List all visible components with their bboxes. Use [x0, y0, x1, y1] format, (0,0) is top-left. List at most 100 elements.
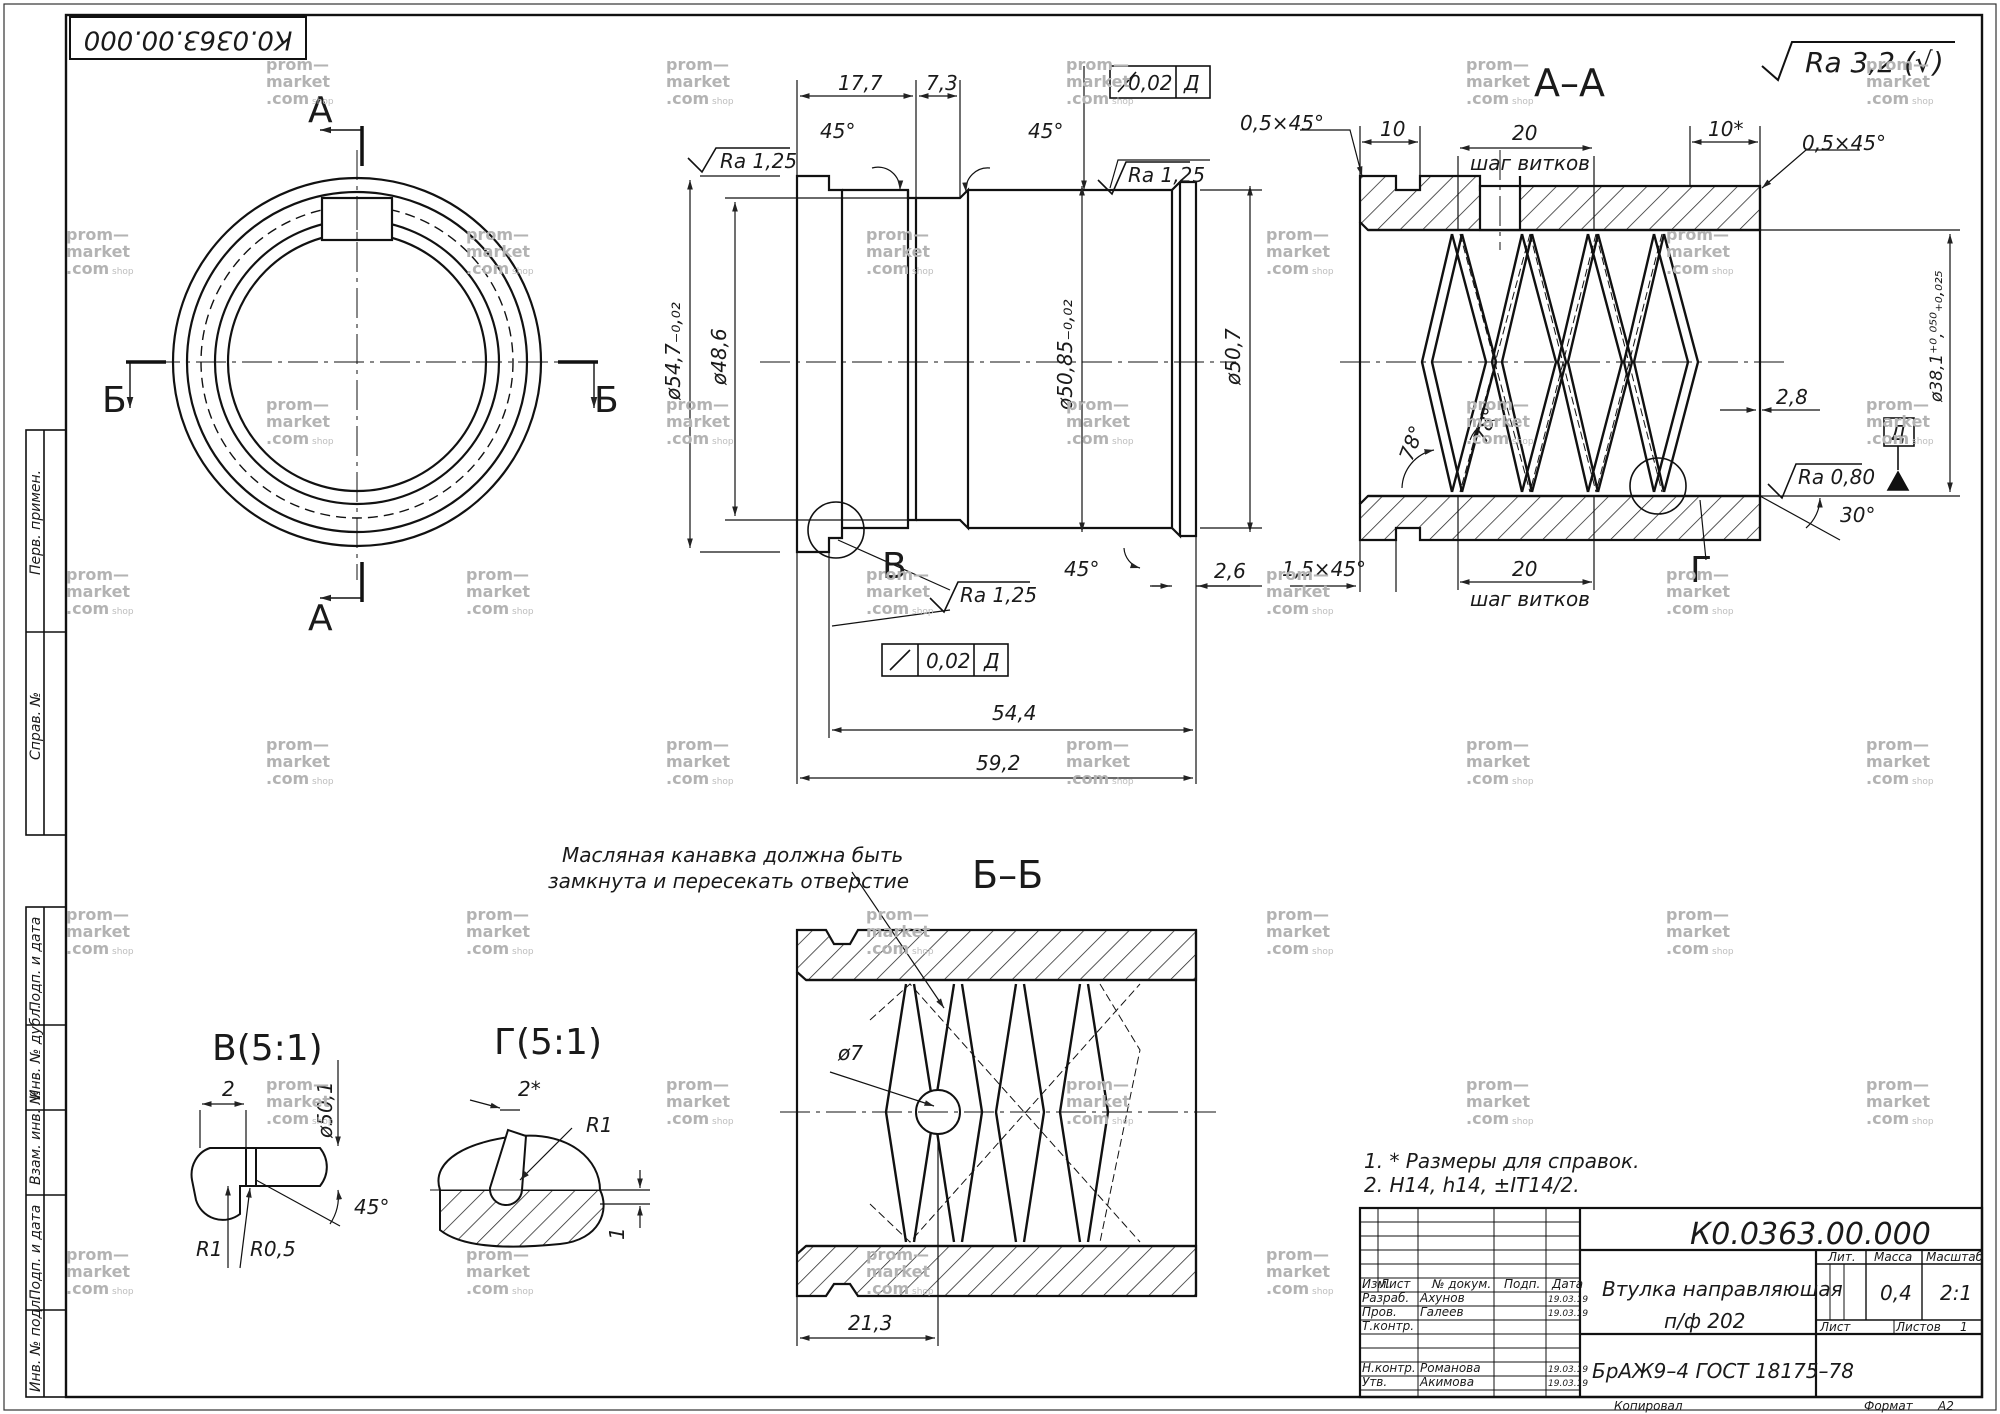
svg-text:ø50,1: ø50,1: [313, 1081, 337, 1139]
svg-text:shop: shop: [112, 947, 134, 957]
svg-text:prom—: prom—: [1066, 395, 1129, 414]
svg-text:0,02: 0,02: [1128, 71, 1173, 95]
svg-text:market: market: [1266, 1262, 1330, 1281]
svg-text:shop: shop: [1112, 97, 1134, 107]
svg-text:prom—: prom—: [1866, 55, 1929, 74]
svg-text:shop: shop: [1912, 1117, 1934, 1127]
svg-text:prom—: prom—: [266, 55, 329, 74]
svg-text:19.03.19: 19.03.19: [1548, 1365, 1588, 1375]
svg-text:shop: shop: [1512, 1117, 1534, 1127]
svg-text:market: market: [1466, 1092, 1530, 1111]
side-label: Взам. инв. №: [28, 1090, 44, 1185]
tb-name-2: п/ф 202: [1664, 1309, 1745, 1333]
svg-text:.com: .com: [1666, 259, 1709, 278]
tolerance-values: 0,02 Д 0,02 Д Д: [926, 71, 1906, 673]
svg-text:.com: .com: [66, 1279, 109, 1298]
svg-text:.com: .com: [1066, 429, 1109, 448]
svg-text:prom—: prom—: [266, 1075, 329, 1094]
roughness-values: Ra 1,25 Ra 1,25 Ra 1,25 Ra 0,80: [720, 149, 1875, 607]
svg-text:.com: .com: [1266, 599, 1309, 618]
left-margin-labels: Перв. примен. Справ. № Подп. и дата Инв.…: [28, 470, 44, 1392]
svg-text:prom—: prom—: [466, 1245, 529, 1264]
svg-text:.com: .com: [466, 1279, 509, 1298]
svg-text:market: market: [466, 582, 530, 601]
svg-text:market: market: [1666, 582, 1730, 601]
svg-text:shop: shop: [912, 947, 934, 957]
svg-text:Г: Г: [1690, 550, 1712, 591]
svg-text:.com: .com: [1666, 599, 1709, 618]
svg-text:.com: .com: [1466, 1109, 1509, 1128]
svg-text:.com: .com: [466, 599, 509, 618]
svg-text:market: market: [1266, 242, 1330, 261]
number-stamp-box: [69, 16, 307, 60]
svg-text:шаг витков: шаг витков: [1470, 587, 1590, 611]
svg-text:.com: .com: [1266, 1279, 1309, 1298]
end-view-labels: А А Б Б: [102, 90, 619, 639]
svg-text:R1: R1: [586, 1113, 613, 1137]
section-b-b-texts: Б–Б Масляная канавка должна быть замкнут…: [548, 843, 1043, 1335]
svg-text:shop: shop: [1712, 267, 1734, 277]
svg-text:shop: shop: [312, 777, 334, 787]
svg-text:Лит.: Лит.: [1827, 1250, 1856, 1264]
tolerance-frames: [881, 65, 1915, 677]
svg-text:market: market: [466, 922, 530, 941]
svg-text:1: 1: [605, 1227, 629, 1240]
svg-text:Лист: Лист: [1819, 1320, 1851, 1334]
svg-text:.com: .com: [866, 1279, 909, 1298]
technical-notes: 1. * Размеры для справок. 2. H14, h14, ±…: [1364, 1149, 1639, 1197]
svg-text:market: market: [1866, 72, 1930, 91]
svg-text:.com: .com: [1666, 939, 1709, 958]
svg-text:prom—: prom—: [1466, 55, 1529, 74]
svg-text:.com: .com: [866, 939, 909, 958]
svg-text:21,3: 21,3: [848, 1311, 893, 1335]
svg-text:19.03.19: 19.03.19: [1548, 1379, 1588, 1389]
svg-text:market: market: [466, 1262, 530, 1281]
svg-text:.com: .com: [266, 429, 309, 448]
front-view: [760, 174, 1236, 559]
svg-text:market: market: [1066, 412, 1130, 431]
svg-text:Листов: Листов: [1895, 1320, 1941, 1334]
svg-text:prom—: prom—: [1866, 395, 1929, 414]
svg-text:prom—: prom—: [1466, 1075, 1529, 1094]
svg-text:prom—: prom—: [1266, 565, 1329, 584]
svg-text:market: market: [1066, 752, 1130, 771]
svg-text:shop: shop: [312, 1117, 334, 1127]
svg-text:2,6: 2,6: [1214, 559, 1246, 583]
svg-text:prom—: prom—: [1266, 1245, 1329, 1264]
outer-frame: [3, 3, 1997, 1411]
section-a-a: [1340, 150, 1790, 542]
svg-text:market: market: [66, 242, 130, 261]
svg-text:prom—: prom—: [1066, 1075, 1129, 1094]
svg-text:Г(5:1): Г(5:1): [494, 1022, 602, 1063]
svg-text:prom—: prom—: [1466, 735, 1529, 754]
svg-text:prom—: prom—: [466, 225, 529, 244]
svg-text:prom—: prom—: [1666, 565, 1729, 584]
svg-text:shop: shop: [712, 97, 734, 107]
front-view-dims: [687, 66, 1262, 784]
svg-text:.com: .com: [266, 89, 309, 108]
svg-text:Масса: Масса: [1874, 1250, 1912, 1264]
svg-text:shop: shop: [912, 267, 934, 277]
svg-text:Б: Б: [102, 380, 127, 421]
svg-text:market: market: [1866, 752, 1930, 771]
svg-text:shop: shop: [512, 267, 534, 277]
end-view: [126, 126, 598, 602]
svg-text:Ra 1,25: Ra 1,25: [720, 149, 797, 173]
side-label: Инв. № подл.: [28, 1295, 44, 1392]
svg-text:market: market: [1666, 242, 1730, 261]
svg-text:2:1: 2:1: [1940, 1281, 1972, 1305]
svg-text:А: А: [308, 598, 333, 639]
svg-text:market: market: [666, 72, 730, 91]
svg-text:.com: .com: [66, 939, 109, 958]
svg-text:R0,5: R0,5: [250, 1237, 296, 1261]
svg-text:Формат: Формат: [1864, 1399, 1914, 1413]
